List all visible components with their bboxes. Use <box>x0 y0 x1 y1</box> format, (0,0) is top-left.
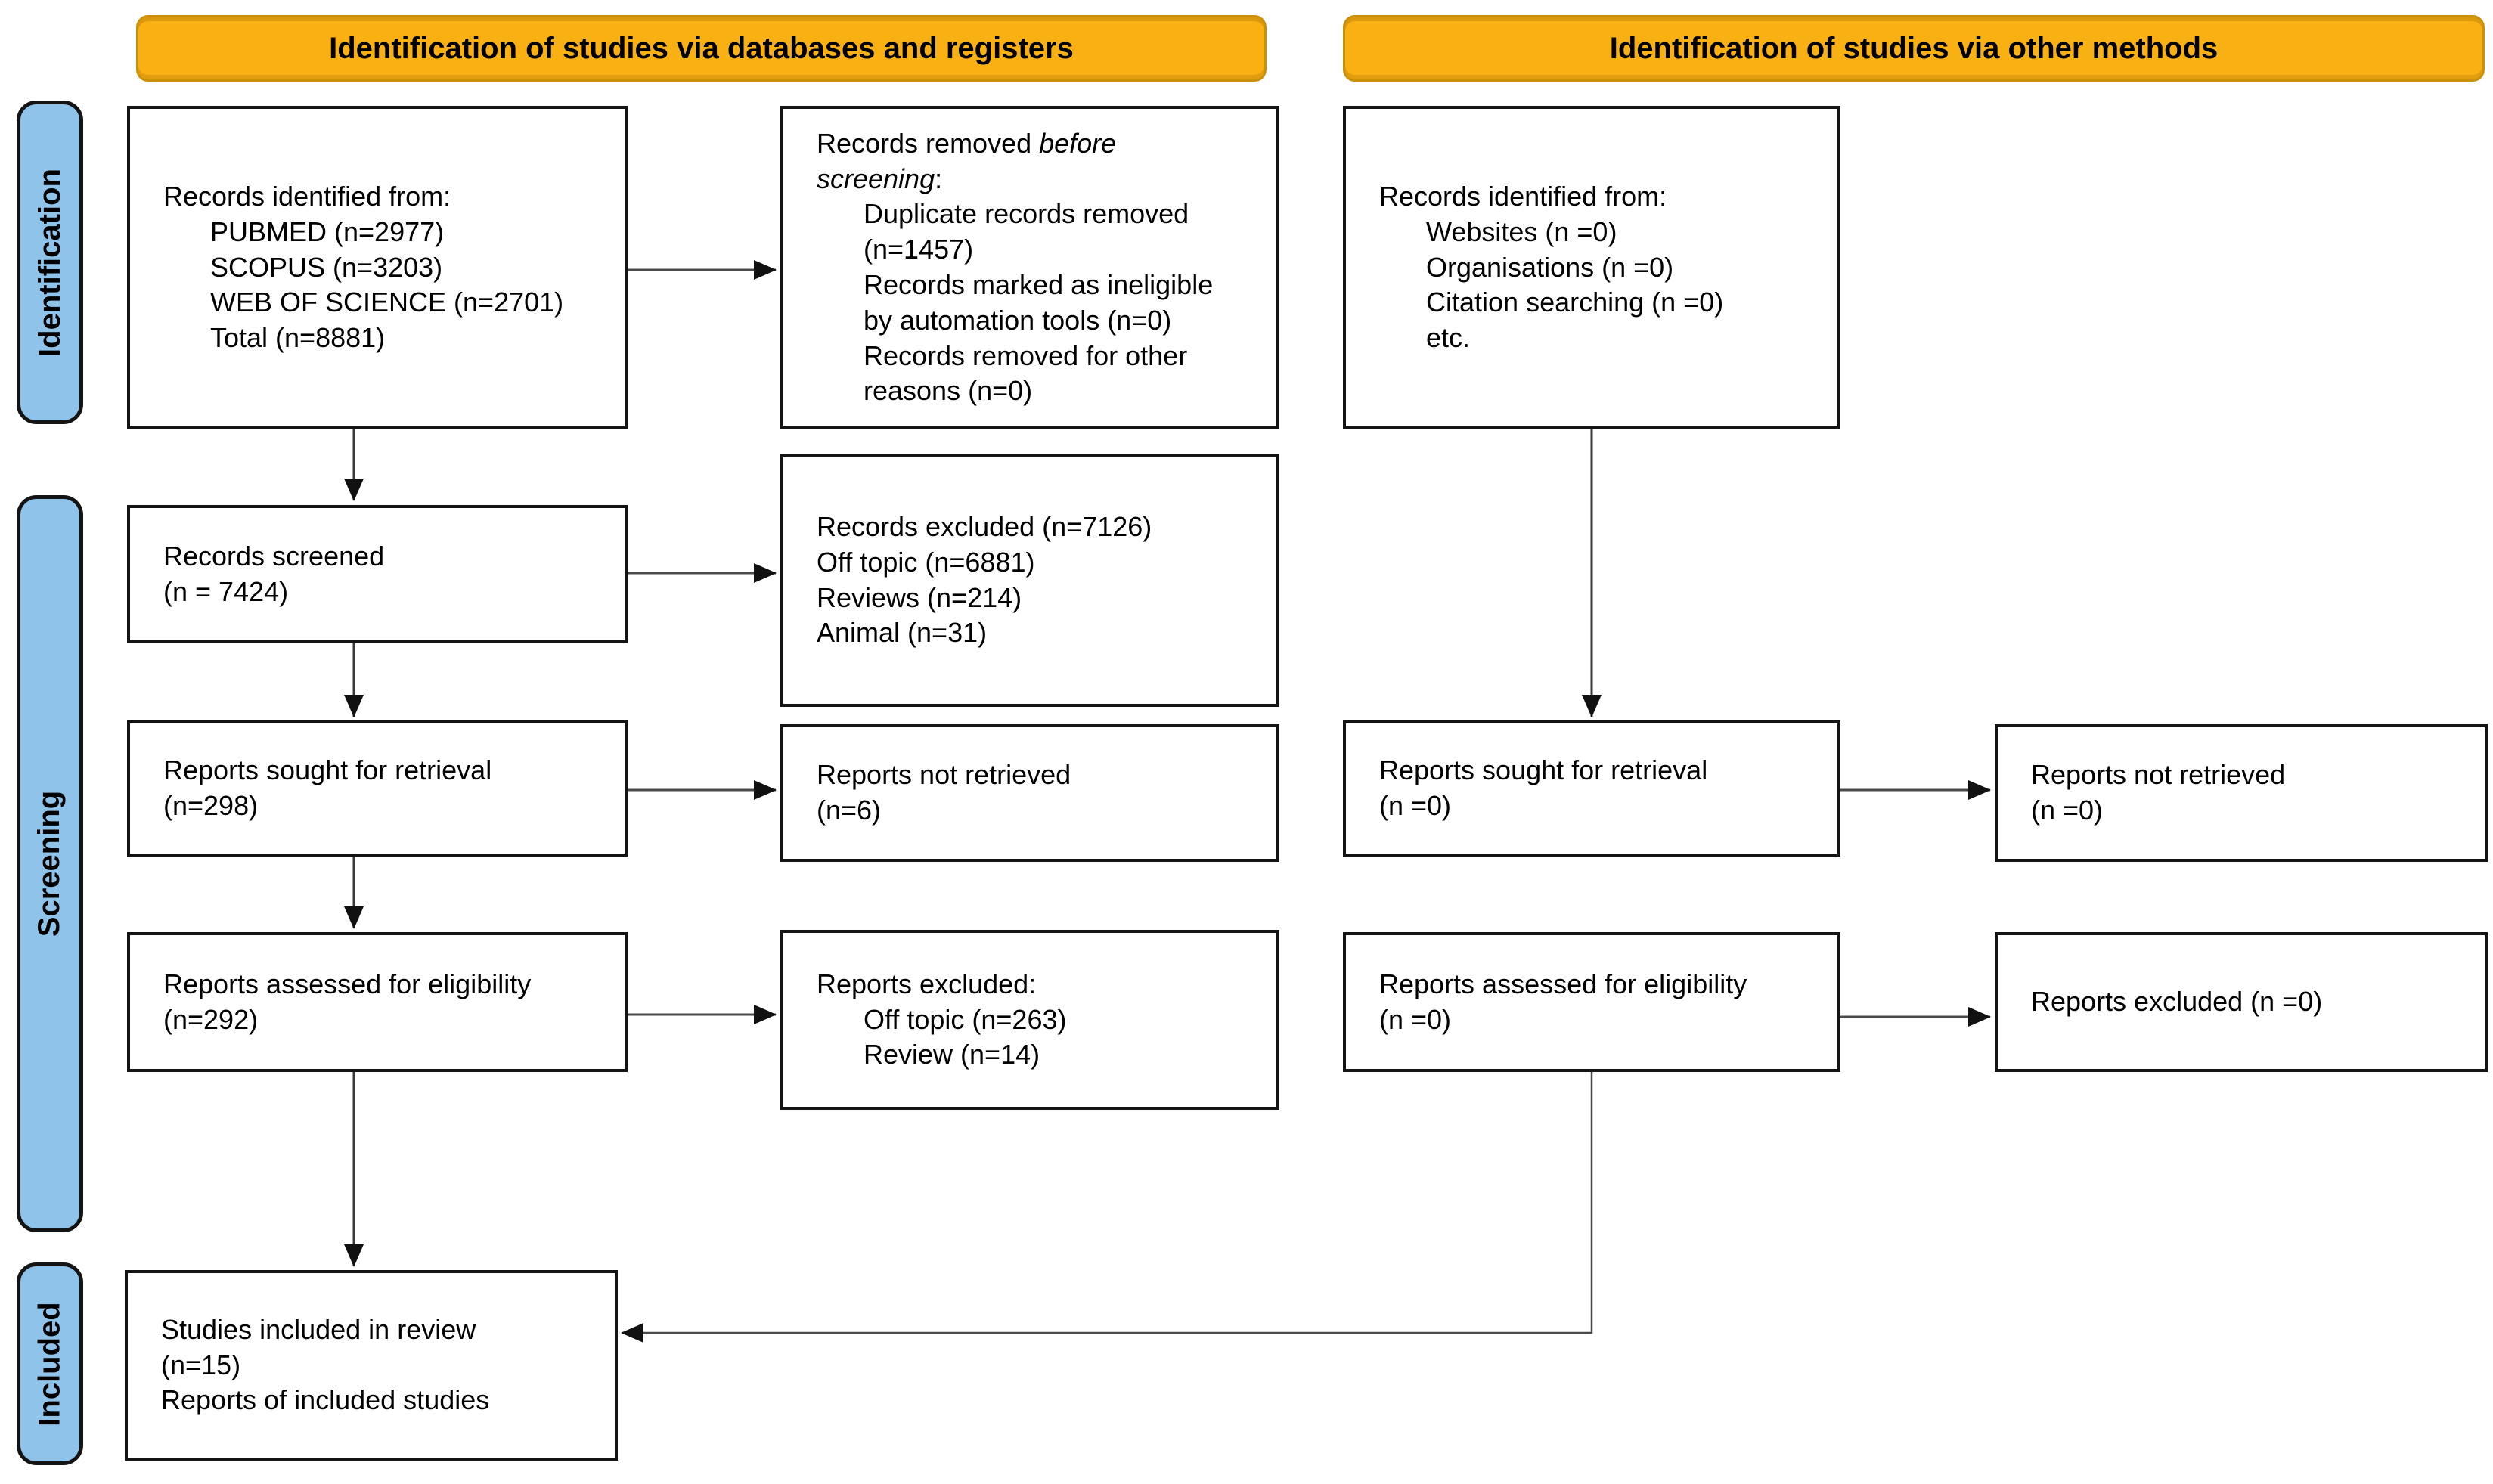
text-line: Records removed before screening: <box>817 126 1180 197</box>
box-records-removed-before-screening: Records removed before screening: Duplic… <box>780 106 1279 429</box>
text-line: Organisations (n =0) <box>1426 251 1674 283</box>
text-line: Reports sought for retrieval <box>163 754 492 786</box>
text-line: (n=6) <box>817 795 882 826</box>
text-line: (n=298) <box>163 790 259 821</box>
text-line: Citation searching (n =0) <box>1426 287 1724 318</box>
box-reports-assessed-databases: Reports assessed for eligibility (n=292) <box>127 932 628 1072</box>
text-line: Review (n=14) <box>864 1039 1040 1070</box>
text-line: Reports assessed for eligibility <box>1379 968 1747 999</box>
text-line: WEB OF SCIENCE (n=2701) <box>210 287 564 318</box>
text-line: SCOPUS (n=3203) <box>210 251 443 283</box>
box-studies-included: Studies included in review (n=15) Report… <box>125 1270 618 1461</box>
text-line: Total (n=8881) <box>210 322 386 354</box>
text-line: Websites (n =0) <box>1426 215 1617 247</box>
box-reports-excluded-other: Reports excluded (n =0) <box>1995 932 2488 1072</box>
header-other-methods: Identification of studies via other meth… <box>1343 15 2485 82</box>
stage-tab-included-label: Included <box>33 1301 67 1427</box>
text-line: etc. <box>1426 322 1471 354</box>
text-line: (n=1457) <box>864 234 974 265</box>
text-line: Records marked as ineligible <box>864 269 1214 300</box>
box-reports-not-retrieved-databases: Reports not retrieved (n=6) <box>780 724 1279 862</box>
text-segment: : <box>935 163 943 194</box>
text-line: Records removed for other <box>864 339 1188 371</box>
stage-tab-identification: Identification <box>17 101 83 424</box>
box-records-identified-databases: Records identified from: PUBMED (n=2977)… <box>127 106 628 429</box>
box-records-excluded: Records excluded (n=7126) Off topic (n=6… <box>780 454 1279 707</box>
text-line: Records screened <box>163 540 385 572</box>
text-line: (n=292) <box>163 1003 259 1035</box>
text-line: Animal (n=31) <box>817 617 988 649</box>
text-line: Reports not retrieved <box>817 759 1071 791</box>
text-line: (n =0) <box>1379 790 1452 821</box>
text-line: Records identified from: <box>163 181 451 212</box>
text-line: Records identified from: <box>1379 181 1667 212</box>
text-line: (n=15) <box>161 1349 241 1380</box>
box-reports-not-retrieved-other: Reports not retrieved (n =0) <box>1995 724 2488 862</box>
text-line: Reports not retrieved <box>2031 759 2286 791</box>
box-reports-excluded-databases: Reports excluded: Off topic (n=263) Revi… <box>780 930 1279 1110</box>
box-records-screened: Records screened (n = 7424) <box>127 505 628 643</box>
text-line: Duplicate records removed <box>864 198 1189 230</box>
text-line: Reviews (n=214) <box>817 581 1022 613</box>
text-line: (n =0) <box>1379 1003 1452 1035</box>
header-databases-registers: Identification of studies via databases … <box>136 15 1267 82</box>
text-line: reasons (n=0) <box>864 375 1033 407</box>
text-line: Studies included in review <box>161 1313 476 1345</box>
box-reports-assessed-other: Reports assessed for eligibility (n =0) <box>1343 932 1840 1072</box>
box-reports-sought-databases: Reports sought for retrieval (n=298) <box>127 720 628 857</box>
text-segment-italic: before screening <box>817 127 1117 194</box>
text-segment: Records removed <box>817 127 1040 159</box>
text-line: (n =0) <box>2031 795 2104 826</box>
text-line: Reports excluded (n =0) <box>2031 986 2323 1018</box>
arrow-assessed-other-to-included <box>621 1072 1593 1343</box>
box-records-identified-other: Records identified from: Websites (n =0)… <box>1343 106 1840 429</box>
stage-tab-screening: Screening <box>17 495 83 1232</box>
stage-tab-included: Included <box>17 1262 83 1465</box>
text-line: Reports of included studies <box>161 1384 490 1416</box>
text-line: by automation tools (n=0) <box>864 304 1172 336</box>
text-line: Off topic (n=263) <box>864 1003 1067 1035</box>
text-line: Records excluded (n=7126) <box>817 510 1152 542</box>
stage-tab-screening-label: Screening <box>33 790 67 937</box>
text-line: Reports assessed for eligibility <box>163 968 532 999</box>
text-line: (n = 7424) <box>163 575 289 607</box>
header-other-methods-label: Identification of studies via other meth… <box>1609 31 2219 65</box>
stage-tab-identification-label: Identification <box>33 168 67 357</box>
text-line: Reports sought for retrieval <box>1379 754 1708 786</box>
text-line: Reports excluded: <box>817 968 1037 999</box>
header-databases-registers-label: Identification of studies via databases … <box>329 31 1074 65</box>
text-line: Off topic (n=6881) <box>817 546 1035 578</box>
text-line: PUBMED (n=2977) <box>210 215 445 247</box>
box-reports-sought-other: Reports sought for retrieval (n =0) <box>1343 720 1840 857</box>
